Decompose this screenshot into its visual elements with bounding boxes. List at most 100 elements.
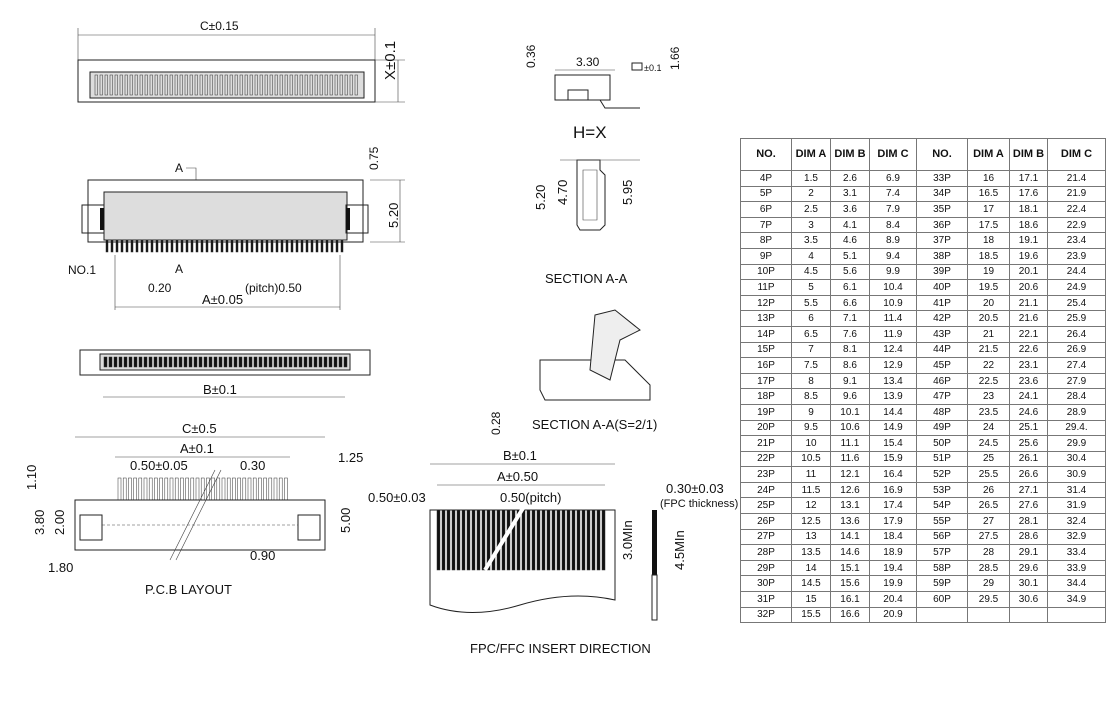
pin bbox=[149, 74, 153, 96]
table-cell: 23P bbox=[740, 466, 792, 483]
pin bbox=[185, 239, 189, 253]
table-cell: 6.6 bbox=[830, 294, 870, 312]
table-cell: 10.5 bbox=[791, 450, 831, 468]
dim-500: 5.00 bbox=[338, 508, 353, 533]
table-cell: 34.9 bbox=[1047, 591, 1106, 608]
pin bbox=[155, 239, 159, 253]
pin bbox=[174, 477, 179, 501]
table-cell: 17.6 bbox=[1009, 185, 1048, 203]
pin bbox=[159, 477, 163, 501]
pin bbox=[210, 239, 214, 253]
table-cell: 21.1 bbox=[1009, 294, 1048, 312]
table-cell: 4 bbox=[791, 247, 831, 265]
section-a-bottom: A bbox=[175, 262, 183, 276]
dim-a-005: A±0.05 bbox=[202, 292, 243, 307]
table-cell: 21P bbox=[740, 435, 792, 452]
table-cell: 26 bbox=[967, 481, 1010, 499]
pin bbox=[451, 509, 456, 571]
pin bbox=[247, 477, 252, 501]
table-cell: 23.6 bbox=[1009, 372, 1048, 390]
table-cell: 22.1 bbox=[1009, 325, 1048, 343]
pin bbox=[290, 239, 294, 253]
table-cell: 25.5 bbox=[967, 466, 1010, 483]
pin bbox=[295, 239, 299, 253]
dim-c-label: C±0.15 bbox=[200, 19, 239, 33]
pin bbox=[229, 74, 233, 96]
table-cell: 15.1 bbox=[830, 559, 870, 577]
table-cell: 28.6 bbox=[1009, 528, 1048, 546]
table-cell: 25.9 bbox=[1047, 310, 1106, 327]
table-cell: 29.6 bbox=[1009, 559, 1048, 577]
table-cell bbox=[967, 606, 1010, 624]
pin bbox=[329, 74, 333, 96]
table-cell bbox=[1047, 606, 1106, 624]
pin bbox=[334, 74, 338, 96]
pin bbox=[264, 74, 268, 96]
table-cell: 14.4 bbox=[869, 403, 917, 421]
pin bbox=[586, 509, 591, 571]
fpc-thickness-label: (FPC thickness) bbox=[660, 498, 738, 510]
table-cell: 9.6 bbox=[830, 388, 870, 405]
table-cell: 3.1 bbox=[830, 185, 870, 203]
table-cell: 28.1 bbox=[1009, 513, 1048, 530]
top-view: C±0.15 X±0.1 bbox=[77, 19, 405, 103]
pin bbox=[138, 356, 143, 368]
pcb-layout-title: P.C.B LAYOUT bbox=[145, 582, 232, 597]
pin bbox=[571, 509, 576, 571]
table-cell: 20.5 bbox=[967, 310, 1010, 327]
bottom-view-pins bbox=[103, 356, 348, 368]
table-cell: 35P bbox=[916, 201, 968, 218]
pin bbox=[466, 509, 471, 571]
table-cell: 16.9 bbox=[869, 481, 917, 499]
pin bbox=[313, 356, 318, 368]
pin bbox=[168, 356, 173, 368]
table-cell: 5 bbox=[791, 279, 831, 296]
table-cell: 19 bbox=[967, 263, 1010, 281]
table-cell: 3.6 bbox=[830, 201, 870, 218]
table-cell: 18.1 bbox=[1009, 201, 1048, 218]
table-cell: 29P bbox=[740, 559, 792, 577]
pin bbox=[128, 477, 132, 501]
pin bbox=[551, 509, 556, 571]
table-cell: 15.5 bbox=[791, 606, 831, 624]
pin bbox=[103, 356, 108, 368]
pcb-layout: C±0.5 A±0.1 0.50±0.05 0.30 1.25 1.10 3.8… bbox=[24, 421, 363, 597]
pin bbox=[265, 239, 269, 253]
pin bbox=[205, 239, 209, 253]
table-cell: 20.4 bbox=[869, 591, 917, 608]
dim-090: 0.90 bbox=[250, 548, 275, 563]
pin bbox=[143, 477, 148, 501]
table-cell: 47P bbox=[916, 388, 968, 405]
pin bbox=[280, 239, 284, 253]
table-cell: 27.6 bbox=[1009, 497, 1048, 515]
table-cell: 12.5 bbox=[791, 513, 831, 530]
table-cell: 22 bbox=[967, 357, 1010, 374]
pin bbox=[128, 356, 133, 368]
column-header: DIM C bbox=[869, 138, 917, 171]
section-view: 5.20 4.70 5.95 SECTION A-A bbox=[533, 159, 640, 286]
pin bbox=[260, 239, 264, 253]
table-cell: 26.1 bbox=[1009, 450, 1048, 468]
pin bbox=[250, 239, 254, 253]
pin bbox=[275, 239, 279, 253]
table-cell: 11.4 bbox=[869, 310, 917, 327]
table-cell: 13.6 bbox=[830, 513, 870, 530]
pin bbox=[283, 356, 288, 368]
pin bbox=[175, 239, 179, 253]
table-cell: 24.5 bbox=[967, 435, 1010, 452]
pin bbox=[242, 477, 247, 501]
dim-330: 3.30 bbox=[576, 55, 600, 69]
table-cell: 19P bbox=[740, 403, 792, 421]
pin bbox=[120, 239, 124, 253]
table-cell: 12.1 bbox=[830, 466, 870, 483]
table-cell: 21 bbox=[967, 325, 1010, 343]
